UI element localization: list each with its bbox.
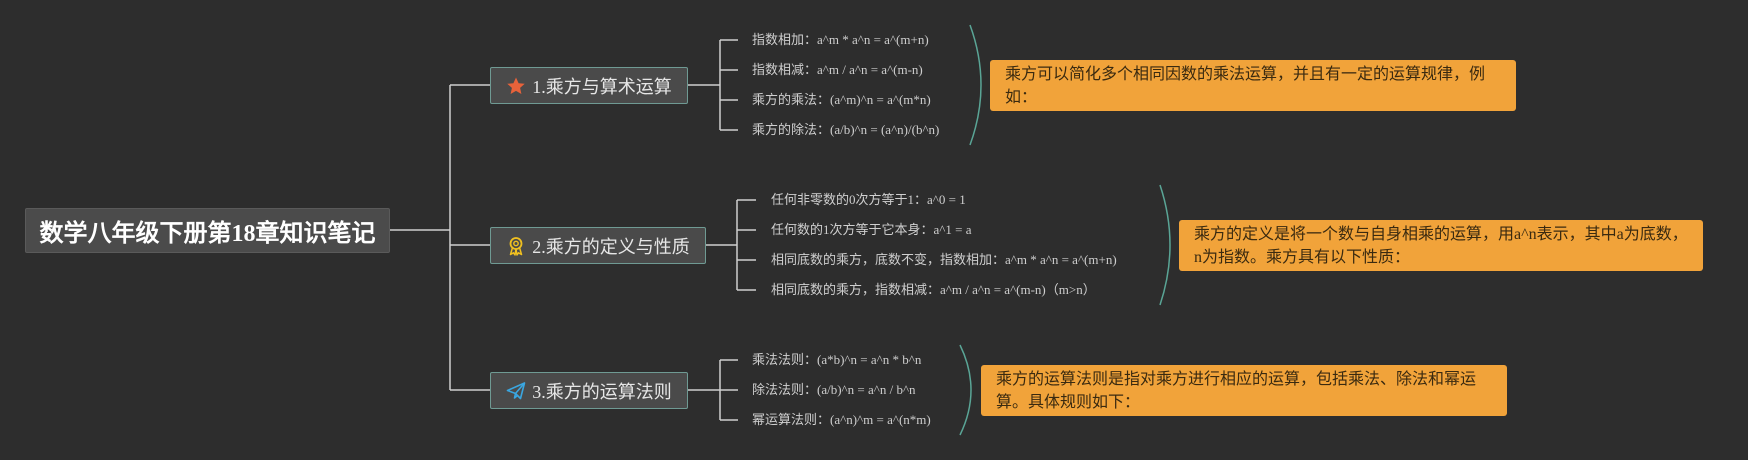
- branch-1-item-1[interactable]: 指数相加：a^m * a^n = a^(m+n): [752, 32, 929, 47]
- root-topic[interactable]: 数学八年级下册第18章知识笔记: [25, 208, 390, 253]
- bracket-1: [969, 24, 982, 146]
- award-icon: [506, 236, 526, 256]
- branch-1-item-2[interactable]: 指数相减：a^m / a^n = a^(m-n): [752, 62, 923, 77]
- branch-3-note[interactable]: 乘方的运算法则是指对乘方进行相应的运算，包括乘法、除法和幂运算。具体规则如下：: [981, 365, 1507, 416]
- branch-1-label: 1.乘方与算术运算: [532, 76, 672, 97]
- branch-1-item-3[interactable]: 乘方的乘法：(a^m)^n = a^(m*n): [752, 92, 931, 107]
- branch-topic-3[interactable]: 3.乘方的运算法则: [490, 372, 688, 409]
- branch-topic-2[interactable]: 2.乘方的定义与性质: [490, 227, 706, 264]
- bracket-3: [959, 344, 972, 436]
- branch-topic-1[interactable]: 1.乘方与算术运算: [490, 67, 688, 104]
- branch-2-note[interactable]: 乘方的定义是将一个数与自身相乘的运算，用a^n表示，其中a为底数，n为指数。乘方…: [1179, 220, 1703, 271]
- branch-3-item-1[interactable]: 乘法法则：(a*b)^n = a^n * b^n: [752, 352, 922, 367]
- branch-1-note[interactable]: 乘方可以简化多个相同因数的乘法运算，并且有一定的运算规律，例如：: [990, 60, 1516, 111]
- branch-3-item-2[interactable]: 除法法则：(a/b)^n = a^n / b^n: [752, 382, 916, 397]
- branch-2-item-1[interactable]: 任何非零数的0次方等于1：a^0 = 1: [771, 192, 966, 207]
- star-icon: [506, 76, 526, 96]
- paper-plane-icon: [506, 381, 526, 401]
- branch-3-label: 3.乘方的运算法则: [532, 381, 672, 402]
- branch-2-item-2[interactable]: 任何数的1次方等于它本身：a^1 = a: [771, 222, 972, 237]
- branch-3-item-3[interactable]: 幂运算法则：(a^n)^m = a^(n*m): [752, 412, 931, 427]
- branch-2-item-4[interactable]: 相同底数的乘方，指数相减：a^m / a^n = a^(m-n)（m>n）: [771, 282, 1096, 297]
- branch-2-item-3[interactable]: 相同底数的乘方，底数不变，指数相加：a^m * a^n = a^(m+n): [771, 252, 1117, 267]
- branch-1-item-4[interactable]: 乘方的除法：(a/b)^n = (a^n)/(b^n): [752, 122, 940, 137]
- branch-2-label: 2.乘方的定义与性质: [532, 236, 690, 257]
- bracket-2: [1159, 184, 1171, 306]
- root-title: 数学八年级下册第18章知识笔记: [39, 221, 376, 247]
